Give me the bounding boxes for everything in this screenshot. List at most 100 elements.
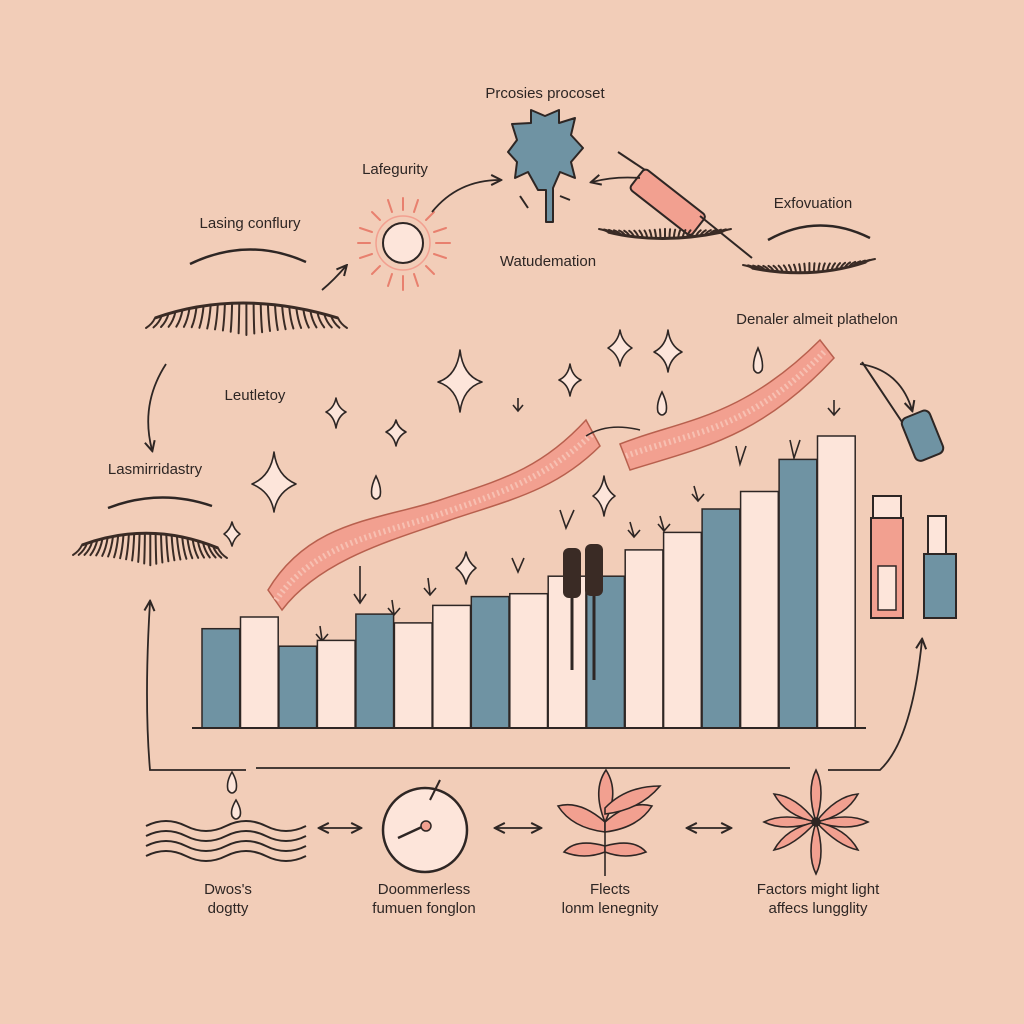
eyelash-icon-top-middle: [598, 227, 732, 240]
bar-chart: [192, 435, 866, 729]
label-leutletoy: Leutletoy: [224, 387, 286, 404]
gauge-icon: [381, 779, 469, 874]
lash-strand: [787, 264, 793, 274]
bar-5: [355, 613, 395, 729]
bar-14: [701, 508, 741, 729]
lash-strand: [821, 262, 826, 273]
lash-strand: [154, 532, 158, 565]
lash-strand: [817, 262, 821, 273]
small-arrows: [315, 398, 841, 643]
bar-8: [470, 595, 510, 729]
lash-strand: [190, 306, 198, 329]
bar-6: [393, 622, 433, 729]
lash-strand: [259, 302, 264, 334]
lash-strand: [694, 229, 702, 238]
lash-strand: [772, 264, 780, 273]
lash-strand: [623, 229, 631, 238]
factor-2-line2: fumuen fonglon: [372, 900, 476, 917]
factor-2-label: Doommerless fumuen fonglon: [344, 880, 504, 918]
lash-strand: [207, 543, 217, 559]
lash-strand: [643, 229, 649, 239]
lash-strand: [852, 260, 862, 267]
factor-3-label: Flects lonm lenegnity: [530, 880, 690, 918]
lash-strand: [752, 264, 762, 271]
lash-strand: [252, 302, 256, 335]
label-lasing-confury: Lasing conflury: [199, 215, 301, 232]
arrow-applicator-to-gear: [592, 178, 641, 183]
lash-strand: [181, 535, 188, 560]
lash-strand: [677, 228, 682, 239]
lash-strand: [323, 313, 333, 329]
lash-strand: [217, 547, 228, 559]
mascara-brushes-icon: [563, 544, 603, 680]
lash-strand: [302, 308, 310, 329]
factor-3-line2: lonm lenegnity: [561, 900, 659, 917]
lash-strand: [648, 229, 653, 240]
factor-1-label: Dwos's dogtty: [168, 880, 288, 918]
bar-10: [547, 575, 587, 729]
lash-strand: [72, 544, 83, 556]
lash-strand: [266, 303, 271, 332]
lash-strand: [826, 262, 831, 272]
lash-strand: [165, 533, 170, 563]
lash-strand: [686, 229, 692, 239]
lash-strand: [618, 229, 627, 237]
lash-strand: [107, 535, 114, 558]
bar-13: [662, 531, 703, 729]
factor-1-line2: dogtty: [207, 900, 249, 917]
lash-strand: [212, 545, 223, 559]
arrow-lash-down: [148, 363, 167, 450]
lash-strand: [812, 262, 816, 274]
lash-strand: [191, 538, 200, 559]
lash-strand: [672, 228, 677, 240]
lash-strand: [793, 263, 798, 274]
lash-strand: [229, 302, 234, 333]
label-lafegurity: Lafegurity: [362, 161, 428, 178]
label-exfovuation: Exfovuation: [773, 195, 853, 212]
lash-strand: [603, 228, 614, 234]
lash-strand: [160, 312, 170, 328]
lash-strand: [89, 539, 99, 557]
label-denaler: Denaler almeit plathelon: [736, 311, 898, 328]
lash-strand: [681, 229, 687, 239]
lash-strand: [767, 264, 775, 273]
bar-12: [624, 549, 664, 729]
arrow-lash-to-sun: [321, 266, 346, 291]
lash-strand: [170, 534, 176, 562]
bar-9: [509, 592, 549, 729]
drops: [226, 345, 764, 820]
lash-strand: [653, 228, 658, 240]
lash-strand: [182, 307, 191, 328]
lash-strand: [274, 303, 279, 331]
arrow-right-down: [859, 363, 912, 410]
lash-strand: [175, 534, 182, 561]
lash-strand: [316, 311, 326, 329]
lash-strand: [143, 532, 146, 565]
factor-2-line1: Doommerless: [377, 881, 471, 898]
lash-strand: [708, 228, 717, 236]
process-gear-icon: [507, 109, 584, 223]
lash-strand: [830, 262, 836, 272]
lash-strand: [865, 258, 876, 263]
bar-4: [316, 639, 356, 729]
lash-strand: [198, 304, 205, 329]
lash-strand: [131, 532, 136, 562]
lash-strand: [281, 304, 287, 331]
lash-strand: [295, 306, 303, 329]
bar-2: [239, 616, 279, 729]
lash-strand: [77, 542, 89, 556]
lash-strand: [160, 532, 164, 564]
lash-strand: [712, 228, 722, 235]
bar-11: [585, 575, 626, 729]
bar-16: [778, 458, 818, 729]
lash-strand: [101, 536, 109, 557]
lash-strand: [125, 533, 130, 561]
label-process: Prcosies procoset: [485, 85, 605, 102]
lash-strand: [83, 540, 94, 556]
factor-4-line1: Factors might light: [756, 881, 880, 898]
lash-strand: [668, 228, 672, 240]
bar-15: [739, 490, 780, 729]
bar-7: [432, 604, 472, 729]
lash-strand: [137, 532, 141, 563]
lash-strand: [757, 264, 767, 272]
